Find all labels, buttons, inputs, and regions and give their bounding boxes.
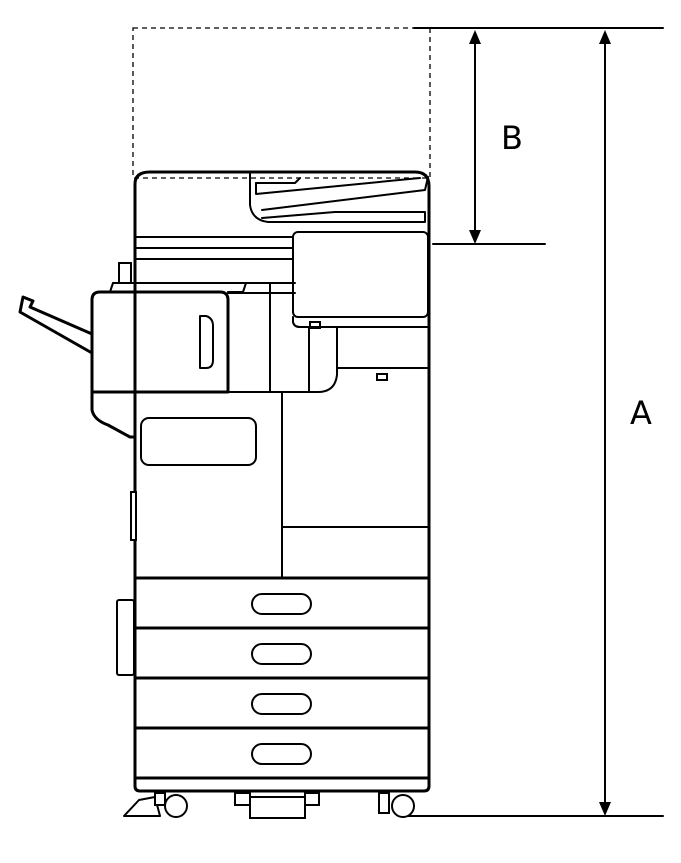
drawer-4-handle xyxy=(251,743,312,765)
dimension-lines xyxy=(403,27,664,817)
dimension-a-arrow xyxy=(599,30,611,816)
finisher-handle xyxy=(199,315,214,369)
dimension-a-label: A xyxy=(630,394,652,432)
control-panel xyxy=(292,231,429,318)
adf-tray xyxy=(249,173,426,223)
printer-body xyxy=(112,170,431,793)
paper-drawers xyxy=(135,576,429,780)
drawer-1-handle xyxy=(251,593,312,615)
finisher xyxy=(18,282,247,439)
adf-clearance-outline xyxy=(132,27,431,179)
output-tray xyxy=(18,295,93,355)
front-window xyxy=(140,417,257,466)
drawer-3-handle xyxy=(251,693,312,715)
dimension-b-arrow xyxy=(469,30,481,244)
casters xyxy=(123,792,415,819)
dimension-b-label: B xyxy=(501,119,523,157)
drawer-2-handle xyxy=(251,643,312,665)
